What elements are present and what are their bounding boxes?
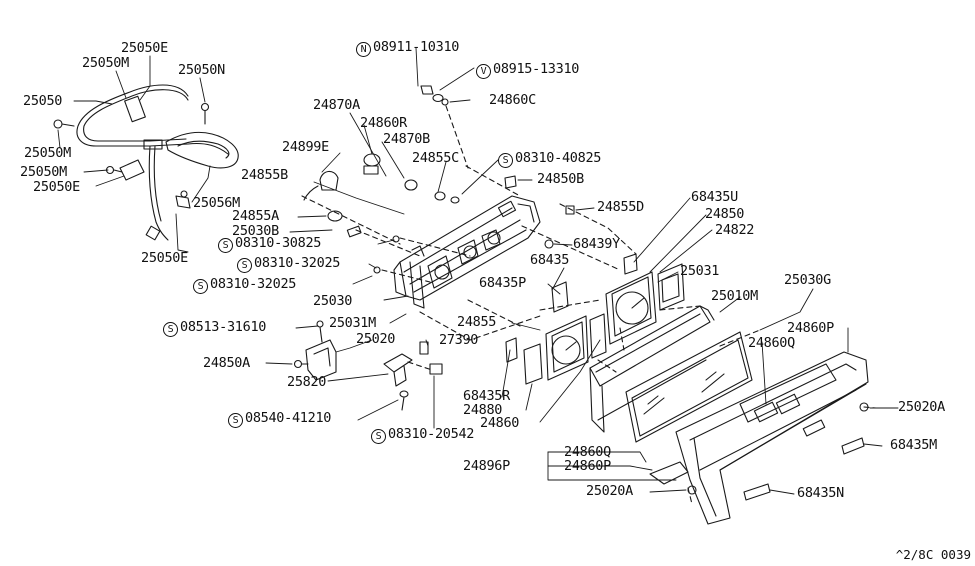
callout-24855b: 24855B: [241, 167, 288, 183]
meter-lens: [589, 305, 753, 443]
callout-25031m: 25031M: [329, 315, 376, 331]
callout-25050e-bottom: 25050E: [141, 250, 188, 266]
bulbs-and-sockets: [303, 153, 575, 274]
callout-24860p-right: 24860P: [787, 320, 834, 336]
part-number: 08310-30825: [235, 235, 322, 251]
callout-68435: 68435: [530, 252, 570, 268]
callout-25050m-top: 25050M: [82, 55, 129, 71]
prefix-symbol: S: [237, 258, 252, 273]
gauge-panels: [505, 253, 685, 385]
callout-24860: 24860: [480, 415, 520, 431]
callout-68435p: 68435P: [479, 275, 526, 291]
callout-25050m-left: 25050M: [24, 145, 71, 161]
callout-24822: 24822: [715, 222, 755, 238]
meter-housing: [393, 195, 541, 309]
prefix-symbol: N: [356, 42, 371, 57]
callout-24860q-lower: 24860Q: [564, 444, 611, 460]
callout-24855: 24855: [457, 314, 497, 330]
prefix-symbol: S: [163, 322, 178, 337]
speedometer-cable-assembly: [53, 84, 239, 241]
callout-24850: 24850: [705, 206, 745, 222]
mounting-brackets: [293, 320, 443, 411]
callout-24855c: 24855C: [412, 150, 459, 166]
part-number: 08310-32025: [254, 255, 341, 271]
callout-25020a-right: 25020A: [898, 399, 945, 415]
callout-68435n: 68435N: [797, 485, 844, 501]
prefix-symbol: S: [218, 238, 233, 253]
callout-68435u: 68435U: [691, 189, 738, 205]
prefix-symbol: S: [371, 429, 386, 444]
part-number: 08310-32025: [210, 276, 297, 292]
callout-25030g: 25030G: [784, 272, 831, 288]
part-number: 08911-10310: [373, 39, 460, 55]
callout-24855a: 24855A: [232, 208, 279, 224]
callout-24855d: 24855D: [597, 199, 644, 215]
callout-24880: 24880: [463, 402, 503, 418]
callout-25050e-mid: 25050E: [33, 179, 80, 195]
callout-68435m: 68435M: [890, 437, 937, 453]
callout-24870a: 24870A: [313, 97, 360, 113]
callout-25050: 25050: [23, 93, 63, 109]
callout-25820: 25820: [287, 374, 327, 390]
leader-lines: [57, 47, 899, 495]
part-number: 08310-40825: [515, 150, 602, 166]
prefix-symbol: S: [193, 279, 208, 294]
callout-27390: 27390: [439, 332, 479, 348]
prefix-symbol: S: [228, 413, 243, 428]
top-fasteners: [420, 85, 469, 169]
cluster-finisher: [649, 351, 869, 525]
callout-24860c: 24860C: [489, 92, 536, 108]
assembly-guides: [301, 165, 877, 505]
callout-24850b: 24850B: [537, 171, 584, 187]
part-number: 08513-31610: [180, 319, 267, 335]
callout-25050n: 25050N: [178, 62, 225, 78]
callout-68435r: 68435R: [463, 388, 510, 404]
callout-68439y: 68439Y: [573, 236, 620, 252]
part-number: 08540-41210: [245, 410, 332, 426]
drawing-code: ^2/8C 0039: [895, 547, 971, 562]
part-number: 08915-13310: [493, 61, 580, 77]
callout-24860q-right: 24860Q: [748, 335, 795, 351]
callout-25050m-lower: 25050M: [20, 164, 67, 180]
callout-24860p-lower: 24860P: [564, 458, 611, 474]
callout-24870b: 24870B: [383, 131, 430, 147]
callout-24860r: 24860R: [360, 115, 407, 131]
callout-25056m: 25056M: [193, 195, 240, 211]
callout-25010m: 25010M: [711, 288, 758, 304]
callout-24850a: 24850A: [203, 355, 250, 371]
prefix-symbol: V: [476, 64, 491, 79]
callout-24896p: 24896P: [463, 458, 510, 474]
callout-25020a-lower: 25020A: [586, 483, 633, 499]
part-number: 08310-20542: [388, 426, 475, 442]
callout-25020: 25020: [356, 331, 396, 347]
callout-25050e-top: 25050E: [121, 40, 168, 56]
callout-25031: 25031: [680, 263, 720, 279]
callout-25030b: 25030B: [232, 223, 279, 239]
callout-25030: 25030: [313, 293, 353, 309]
prefix-symbol: S: [498, 153, 513, 168]
callout-24899e: 24899E: [282, 139, 329, 155]
